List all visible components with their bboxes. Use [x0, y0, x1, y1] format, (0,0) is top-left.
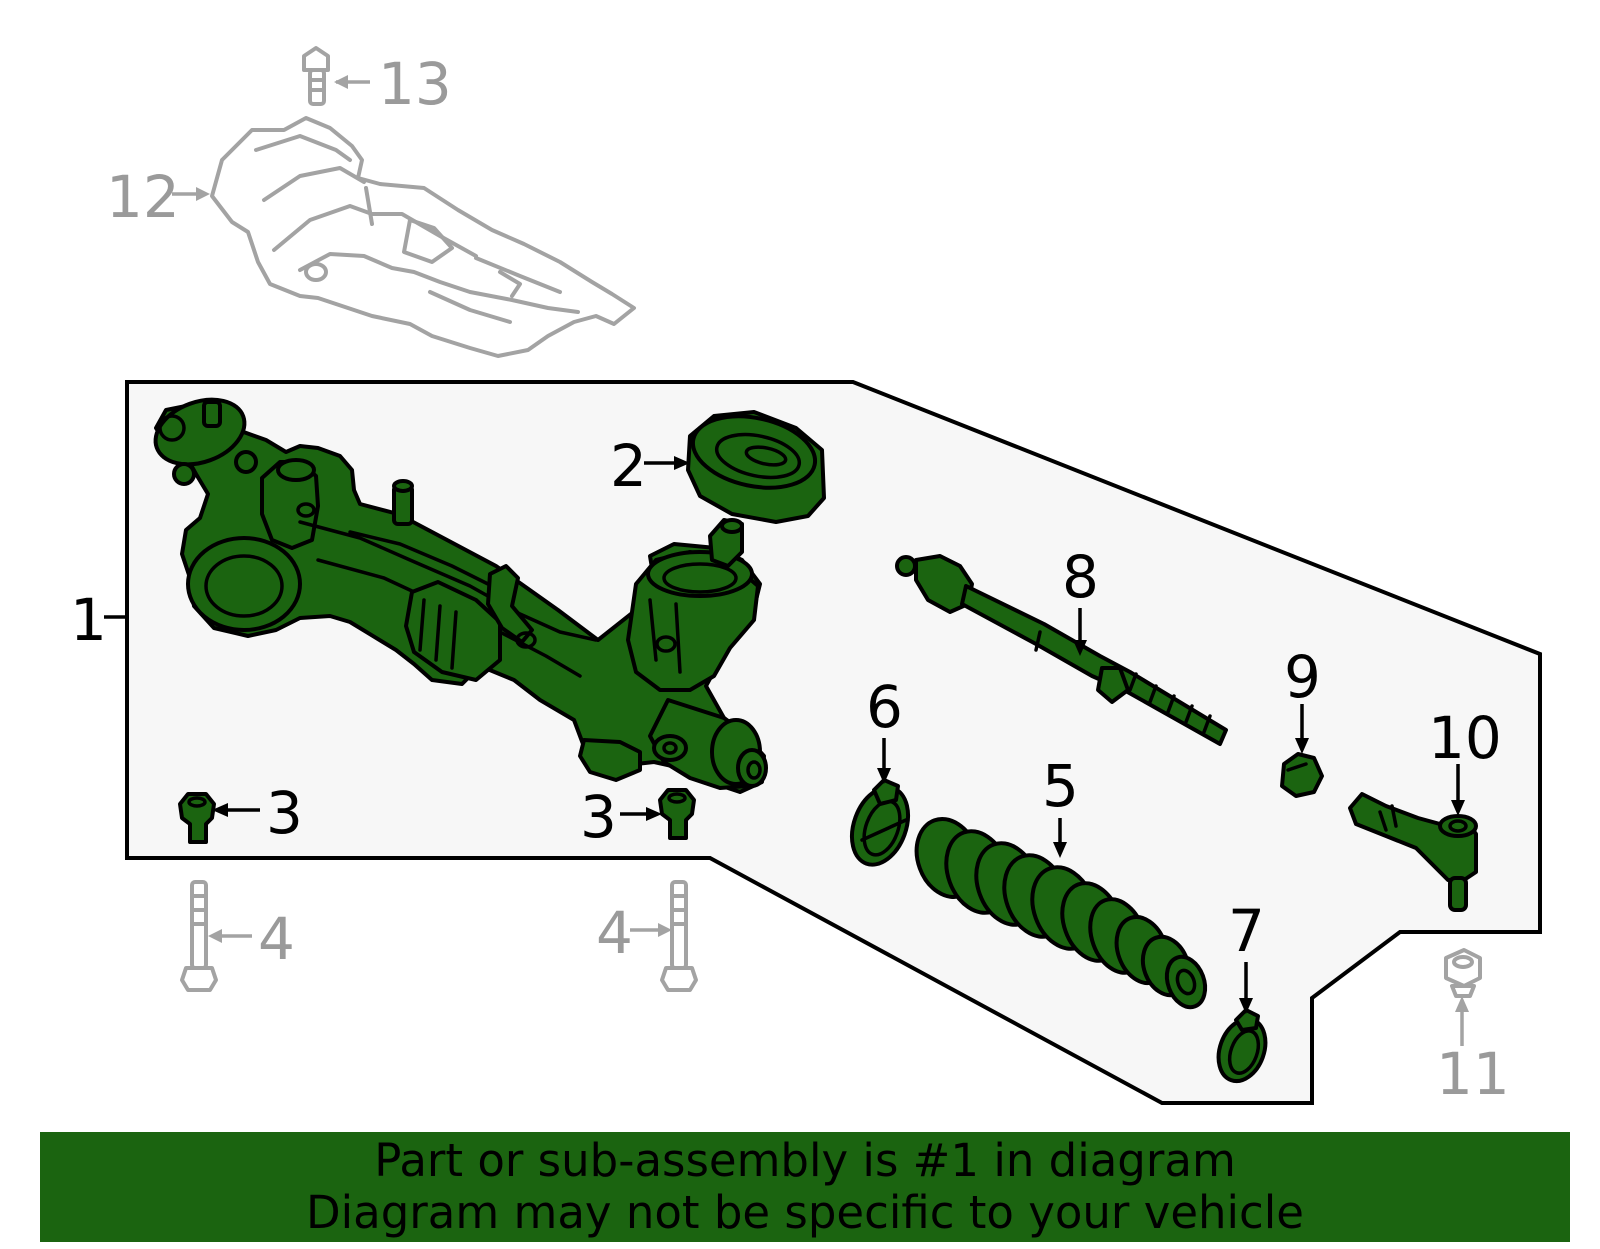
banner-line-1: Part or sub-assembly is #1 in diagram [374, 1134, 1236, 1187]
grommet-2 [686, 410, 826, 524]
bolt-13 [302, 46, 330, 106]
callout-5: 5 [1042, 752, 1079, 820]
disclaimer-banner: Part or sub-assembly is #1 in diagram Di… [40, 1132, 1570, 1242]
callout-13: 13 [378, 50, 452, 118]
bushing-3-right [658, 788, 696, 840]
clamp-6 [849, 778, 911, 867]
callout-4a: 4 [258, 905, 295, 973]
steering-gear-assembly-1 [153, 397, 768, 794]
inner-tie-rod-8 [895, 554, 1228, 746]
callout-1: 1 [70, 586, 107, 654]
heat-shield-12 [210, 116, 636, 358]
callout-7: 7 [1228, 897, 1265, 965]
callout-12: 12 [106, 163, 180, 231]
callout-6: 6 [866, 673, 903, 741]
callout-8: 8 [1062, 543, 1099, 611]
bolt-4-left [180, 880, 218, 992]
callout-9: 9 [1284, 643, 1321, 711]
nut-9 [1280, 752, 1324, 798]
callout-3b: 3 [580, 783, 617, 851]
banner-line-2: Diagram may not be specific to your vehi… [306, 1186, 1304, 1239]
callout-3a: 3 [266, 779, 303, 847]
outer-tie-rod-end-10 [1348, 792, 1478, 912]
callout-11: 11 [1436, 1040, 1510, 1108]
clamp-7 [1216, 1008, 1268, 1083]
callout-10: 10 [1428, 704, 1502, 772]
steering-boot-5 [914, 817, 1208, 1010]
bolt-4-right [660, 880, 698, 992]
callout-2: 2 [610, 432, 647, 500]
nut-11 [1444, 948, 1482, 998]
bushing-3-left [178, 792, 216, 844]
callout-4b: 4 [596, 899, 633, 967]
